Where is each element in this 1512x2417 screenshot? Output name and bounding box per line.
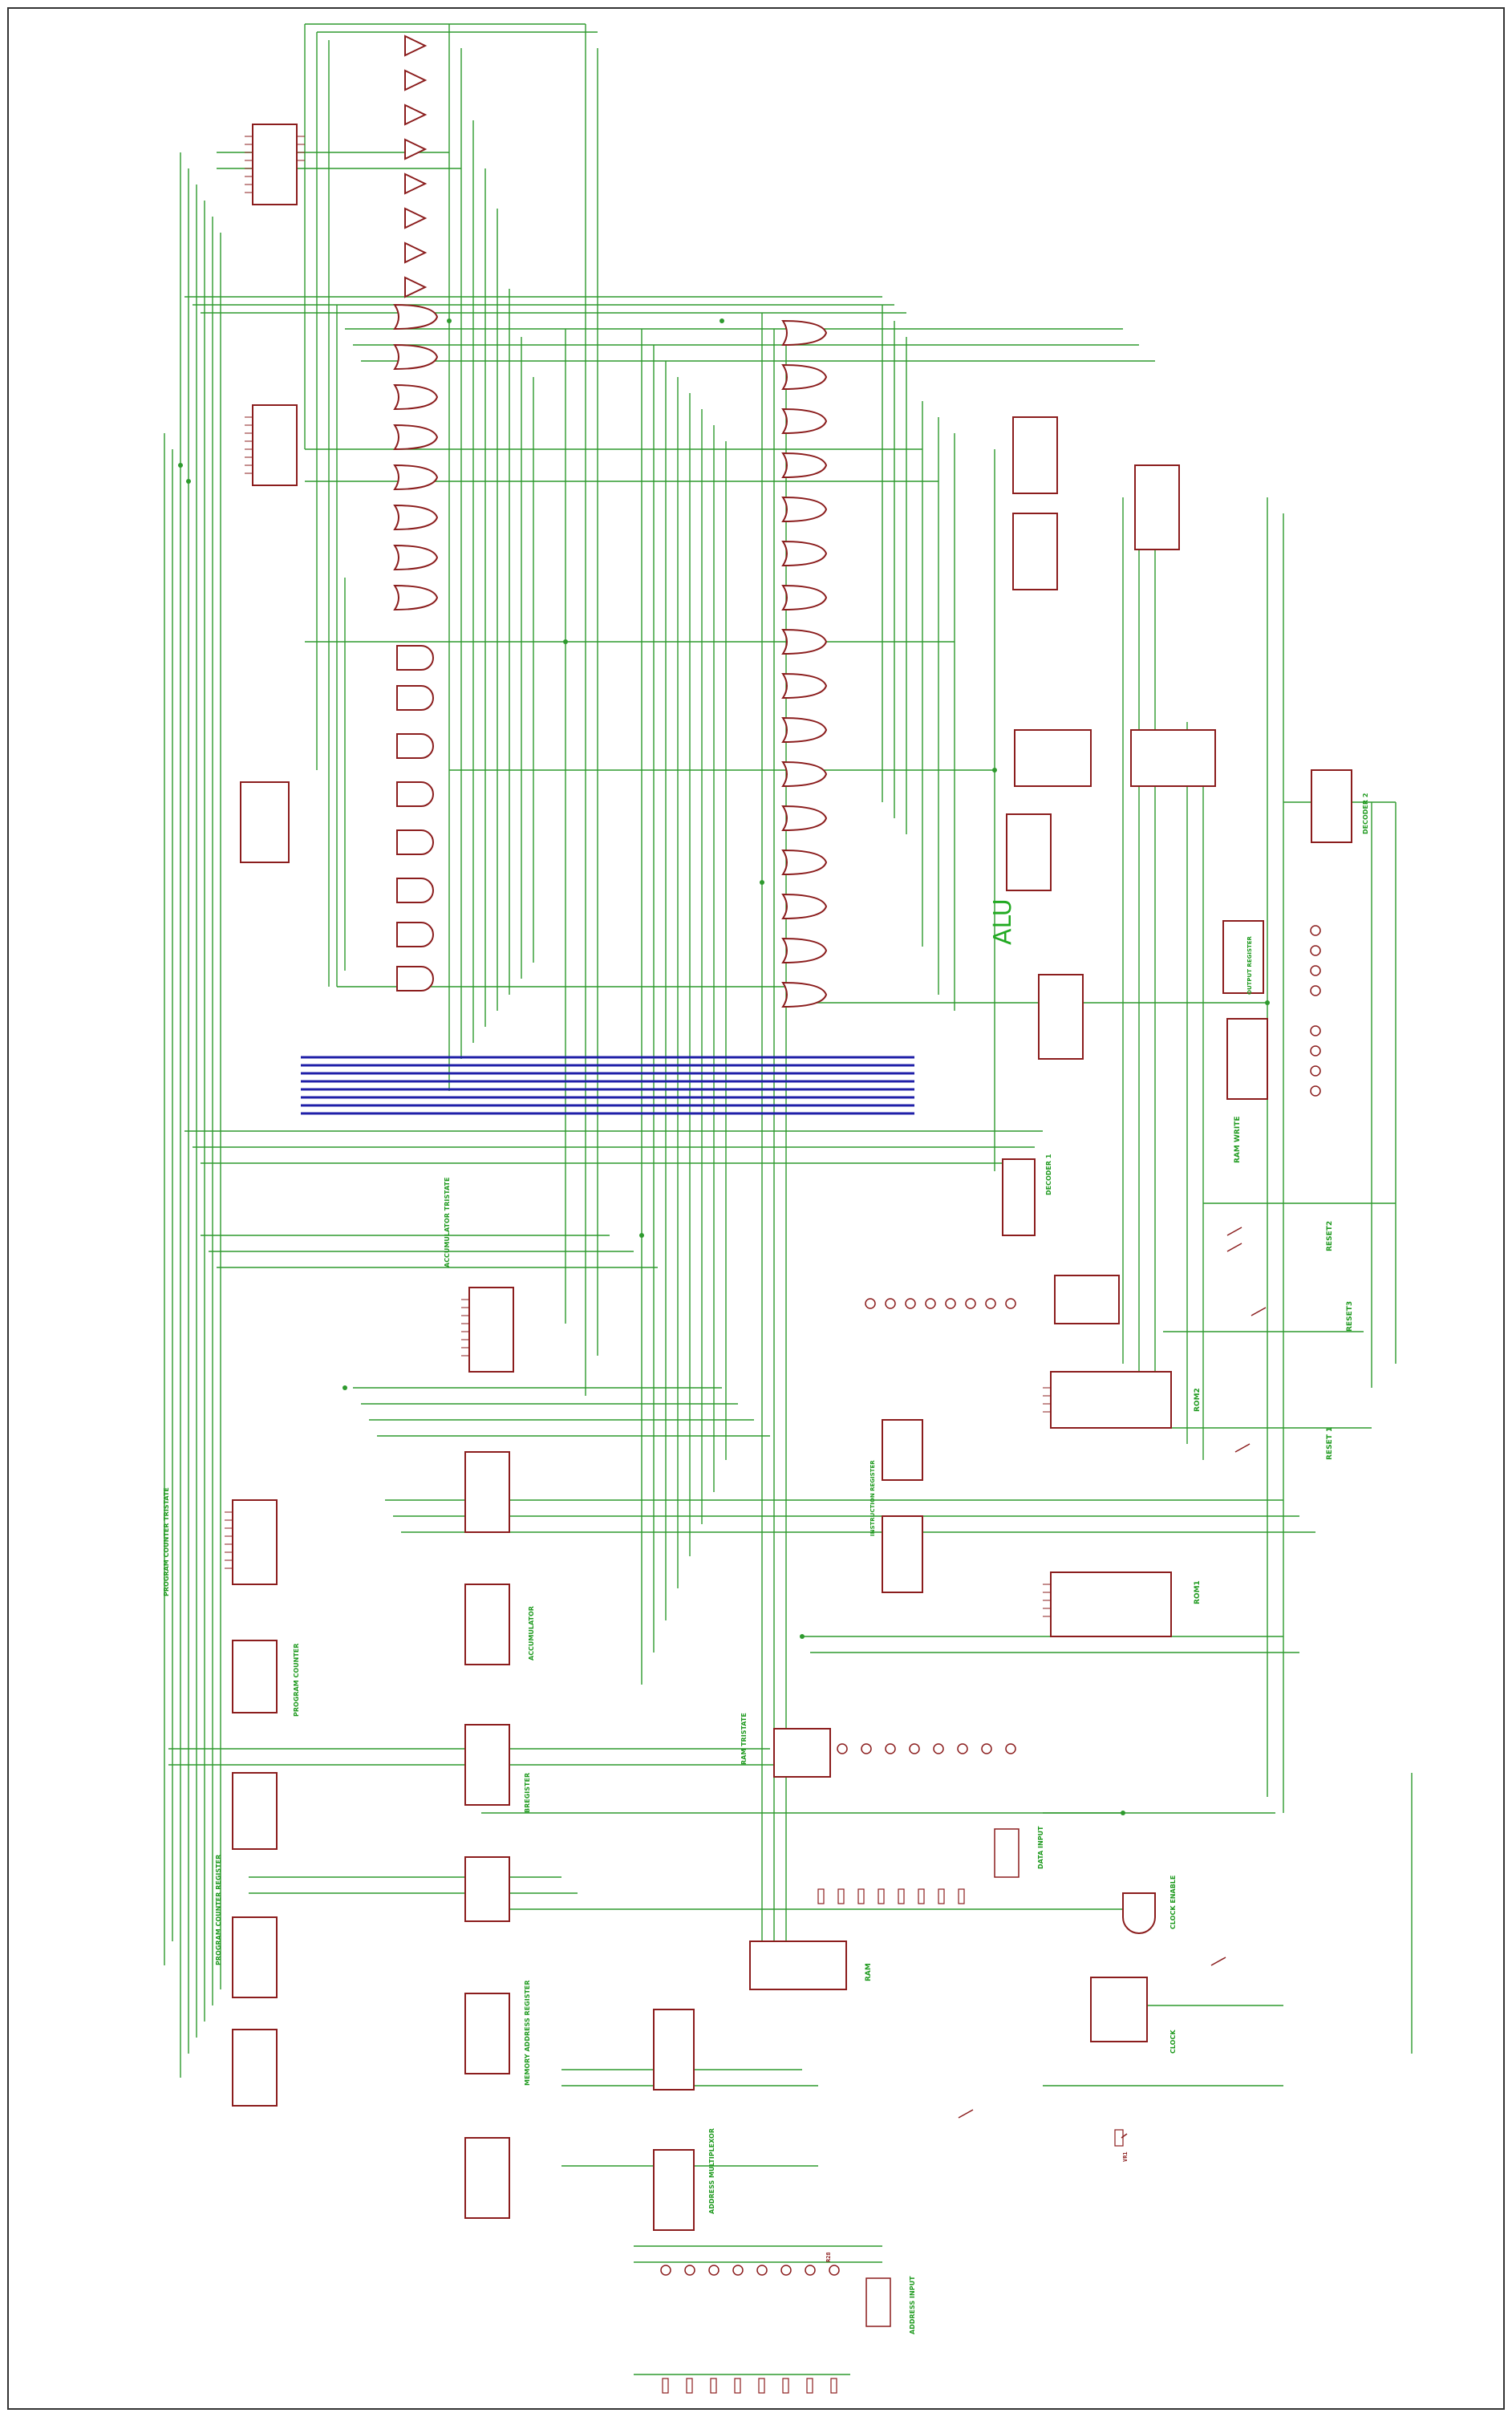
ic-ctrl-2 xyxy=(882,1515,923,1593)
resistor-row-address xyxy=(662,2378,837,2394)
ic-addr-mux-a xyxy=(653,2009,695,2091)
ic-mar-b xyxy=(464,2137,510,2219)
ic-top-left-register xyxy=(252,124,298,205)
xor-gate-column-left xyxy=(393,303,439,611)
label-data-input: DATA INPUT xyxy=(1037,1826,1044,1869)
ic-instruction-register xyxy=(1226,1018,1268,1100)
sheet-border xyxy=(7,7,1505,2410)
right-wire-bundle xyxy=(882,305,1413,2054)
junctions xyxy=(178,318,1270,1815)
label-program-counter: PROGRAM COUNTER xyxy=(293,1644,300,1717)
label-clock: CLOCK xyxy=(1169,2030,1177,2054)
label-accumulator: ACCUMULATOR xyxy=(528,1606,535,1661)
left-wire-bundle xyxy=(164,24,346,2078)
ic-program-counter-a xyxy=(232,1640,278,1713)
label-ram: RAM xyxy=(865,1963,873,1981)
ic-chips xyxy=(232,124,1352,2231)
ic-accumulator-tristate xyxy=(468,1287,514,1373)
data-input-dip-switch xyxy=(994,1828,1019,1878)
ic-ram-tristate xyxy=(773,1728,831,1778)
alu-title: ALU xyxy=(989,898,1017,945)
ic-b-register-a xyxy=(464,1724,510,1806)
ic-accumulator-b xyxy=(464,1584,510,1665)
potentiometer-vr1 xyxy=(1114,2129,1128,2147)
ic-program-counter-b xyxy=(232,1772,278,1850)
label-vr1: VR1 xyxy=(1122,2151,1129,2162)
center-wire-bundle xyxy=(448,24,787,1973)
label-instruction-register: INSTRUCTION REGISTER xyxy=(870,1460,876,1536)
ic-bus-buffer xyxy=(1038,974,1084,1060)
label-reset2: RESET2 xyxy=(1326,1221,1334,1251)
ic-alu-adder-2 xyxy=(1012,513,1058,590)
led-row-output xyxy=(1310,925,1321,1097)
label-r28: R28 xyxy=(825,2252,832,2262)
ic-ctrl-1 xyxy=(882,1419,923,1481)
ic-alu-tristate xyxy=(1006,813,1052,891)
ic-alu-adder-1 xyxy=(1012,416,1058,494)
led-row-control xyxy=(865,1298,1016,1309)
label-program-counter-tristate: PROGRAM COUNTER TRISTATE xyxy=(163,1487,170,1596)
ic-step-counter xyxy=(1054,1275,1120,1324)
ic-left-register-3 xyxy=(240,781,290,863)
ic-pc-register-b xyxy=(232,2029,278,2107)
label-output-register: OUTPUT REGISTER xyxy=(1246,935,1253,995)
label-rom1: ROM1 xyxy=(1194,1580,1202,1604)
ic-b-register-b xyxy=(464,1856,510,1922)
ic-pc-register-a xyxy=(232,1916,278,1998)
clock-enable-gate xyxy=(1122,1892,1156,1934)
label-reset1: RESET 1 xyxy=(1326,1427,1334,1460)
ic-alu-latch-2 xyxy=(1130,729,1216,787)
ic-alu-latch-1 xyxy=(1014,729,1092,787)
label-rom2: ROM2 xyxy=(1194,1388,1202,1412)
buffer-gate-column xyxy=(404,34,428,298)
ic-alu-mux-right xyxy=(1134,464,1180,550)
ic-addr-mux-b xyxy=(653,2149,695,2231)
ic-rom1 xyxy=(1050,1571,1172,1637)
label-clock-enable: CLOCK ENABLE xyxy=(1169,1876,1177,1929)
resistor-row-data xyxy=(817,1888,965,1904)
label-reset3: RESET3 xyxy=(1346,1301,1354,1332)
chip-pin-ticks xyxy=(225,136,1051,1617)
ic-pc-tristate xyxy=(232,1499,278,1585)
label-accumulator-tristate: ACCUMULATOR TRISTATE xyxy=(444,1178,451,1267)
label-address-input: ADDRESS INPUT xyxy=(909,2276,916,2334)
ic-decoder-1 xyxy=(1002,1158,1036,1236)
label-address-multiplexor: ADDRESS MULTIPLEXOR xyxy=(708,2128,715,2214)
label-ram-write: RAM WRITE xyxy=(1234,1117,1242,1163)
ic-rom2 xyxy=(1050,1371,1172,1429)
data-bus xyxy=(301,1056,914,1115)
ic-decoder-2 xyxy=(1311,769,1352,843)
and-gate-column-left xyxy=(396,645,434,992)
ic-ram xyxy=(749,1940,847,1990)
label-b-register: BREGISTER xyxy=(524,1773,531,1813)
horizontal-wires xyxy=(168,23,1396,2375)
label-decoder1: DECODER 1 xyxy=(1045,1154,1052,1195)
ic-mar-a xyxy=(464,1993,510,2074)
ic-clock-555 xyxy=(1090,1977,1148,2042)
label-ram-tristate: RAM TRISTATE xyxy=(740,1713,748,1765)
push-buttons xyxy=(958,1227,1267,2119)
label-memory-address-register: MEMORY ADDRESS REGISTER xyxy=(524,1980,531,2086)
xor-gate-column-alu xyxy=(781,319,828,1008)
ic-output-register xyxy=(1222,920,1264,994)
address-input-dip-switch xyxy=(865,2277,891,2327)
label-program-counter-register: PROGRAM COUNTER REGISTER xyxy=(215,1855,222,1965)
led-row-address xyxy=(660,2265,840,2276)
label-decoder2: DECODER 2 xyxy=(1362,793,1369,834)
ic-mid-left-register xyxy=(252,404,298,486)
ic-accumulator-a xyxy=(464,1451,510,1533)
led-row-ram xyxy=(837,1743,1016,1754)
